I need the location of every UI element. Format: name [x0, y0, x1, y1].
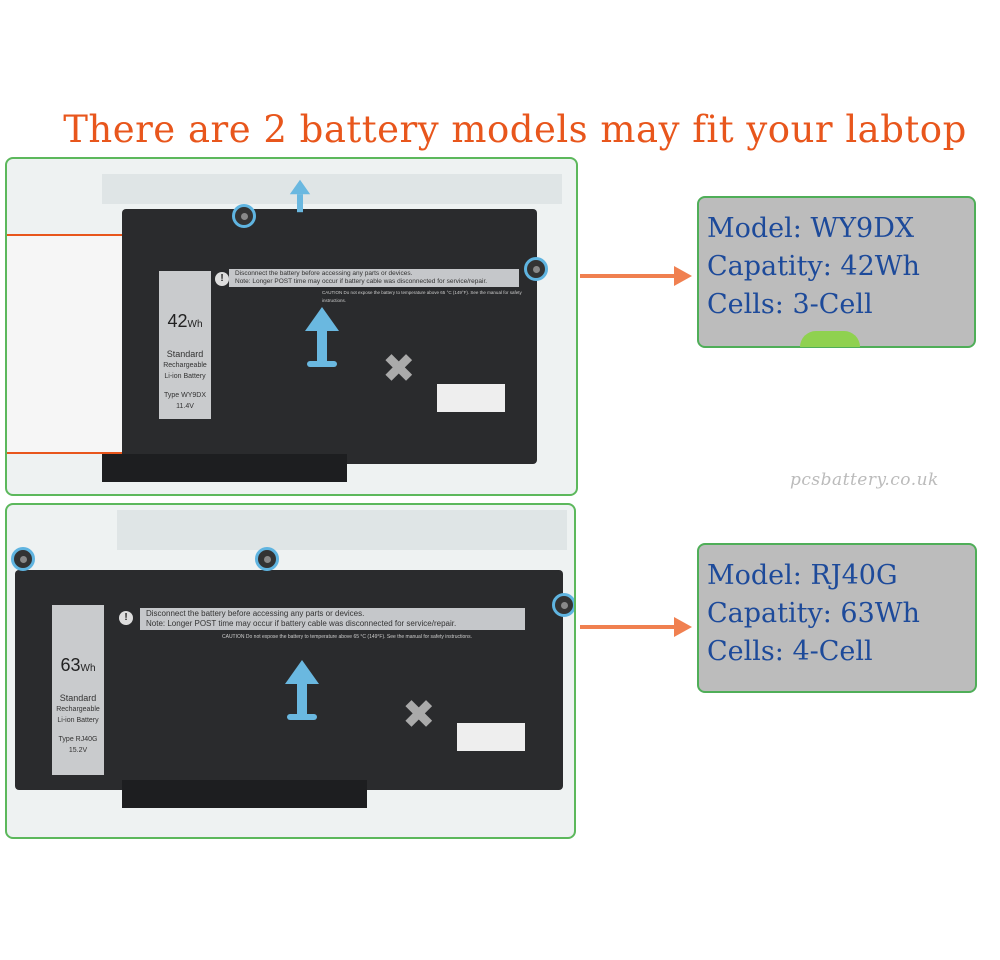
type-desc: Rechargeable Li-ion Battery: [163, 362, 207, 380]
battery-photo-rj40g: 63Wh Standard Rechargeable Li-ion Batter…: [5, 503, 576, 839]
battery-connector: [102, 454, 347, 482]
barcode-label: [437, 384, 505, 412]
warning-line-1: Disconnect the battery before accessing …: [146, 609, 365, 618]
warning-icon: !: [119, 611, 133, 625]
watermark: pcsbattery.co.uk: [790, 470, 939, 490]
standard-text: Standard: [59, 693, 97, 703]
capacity-text: Capatity: 63Wh: [707, 598, 920, 629]
capacity-unit: Wh: [80, 663, 96, 674]
right-arrow-icon: [580, 617, 692, 637]
battery-connector: [122, 780, 367, 808]
model-text: Model: WY9DX: [707, 213, 915, 244]
battery-spec-label: 42Wh Standard Rechargeable Li-ion Batter…: [159, 271, 211, 419]
caution-text: CAUTION Do not expose the battery to tem…: [222, 634, 472, 640]
caution-text: CAUTION Do not expose the battery to tem…: [322, 290, 522, 303]
model-info-box-rj40g: Model: RJ40G Capatity: 63Wh Cells: 4-Cel…: [697, 543, 977, 693]
voltage-text: 11.4V: [176, 403, 194, 410]
battery-spec-label: 63Wh Standard Rechargeable Li-ion Batter…: [52, 605, 104, 775]
warning-line-2: Note: Longer POST time may occur if batt…: [146, 619, 457, 628]
warning-line-1: Disconnect the battery before accessing …: [235, 270, 413, 277]
recycle-bin-crossed-icon: ✖: [382, 347, 416, 391]
battery-photo-wy9dx: 42Wh Standard Rechargeable Li-ion Batter…: [5, 157, 578, 496]
up-arrow-icon: [289, 179, 311, 213]
model-info-box-wy9dx: Model: WY9DX Capatity: 42Wh Cells: 3-Cel…: [697, 196, 976, 348]
voltage-text: 15.2V: [68, 747, 88, 754]
standard-text: Standard: [166, 349, 204, 359]
right-arrow-icon: [580, 266, 692, 286]
laptop-board: [117, 510, 567, 550]
type-text: Type WY9DX: [163, 392, 206, 399]
type-desc: Rechargeable Li-ion Battery: [56, 706, 100, 724]
battery-warning: Disconnect the battery before accessing …: [229, 269, 519, 287]
screw-icon: [11, 547, 35, 571]
capacity-unit: Wh: [187, 319, 203, 330]
cells-text: Cells: 3-Cell: [707, 289, 873, 320]
type-text: Type RJ40G: [58, 736, 98, 743]
screw-icon: [524, 257, 548, 281]
warning-icon: !: [215, 272, 229, 286]
warning-line-2: Note: Longer POST time may occur if batt…: [235, 278, 488, 285]
battery-warning: Disconnect the battery before accessing …: [140, 608, 525, 630]
cells-text: Cells: 4-Cell: [707, 636, 873, 667]
barcode-label: [457, 723, 525, 751]
laptop-board: [102, 174, 562, 204]
capacity-label: 42: [167, 311, 188, 331]
screw-icon: [552, 593, 574, 617]
capacity-label: 63: [60, 655, 81, 675]
screw-icon: [255, 547, 279, 571]
up-arrow-icon: [285, 660, 319, 720]
screw-icon: [232, 204, 256, 228]
model-text: Model: RJ40G: [707, 560, 898, 591]
headline: There are 2 battery models may fit your …: [63, 108, 967, 151]
decorative-blob: [800, 331, 860, 347]
up-arrow-icon: [305, 307, 339, 367]
recycle-bin-crossed-icon: ✖: [402, 693, 436, 737]
laptop-outline: [7, 234, 127, 454]
capacity-text: Capatity: 42Wh: [707, 251, 920, 282]
